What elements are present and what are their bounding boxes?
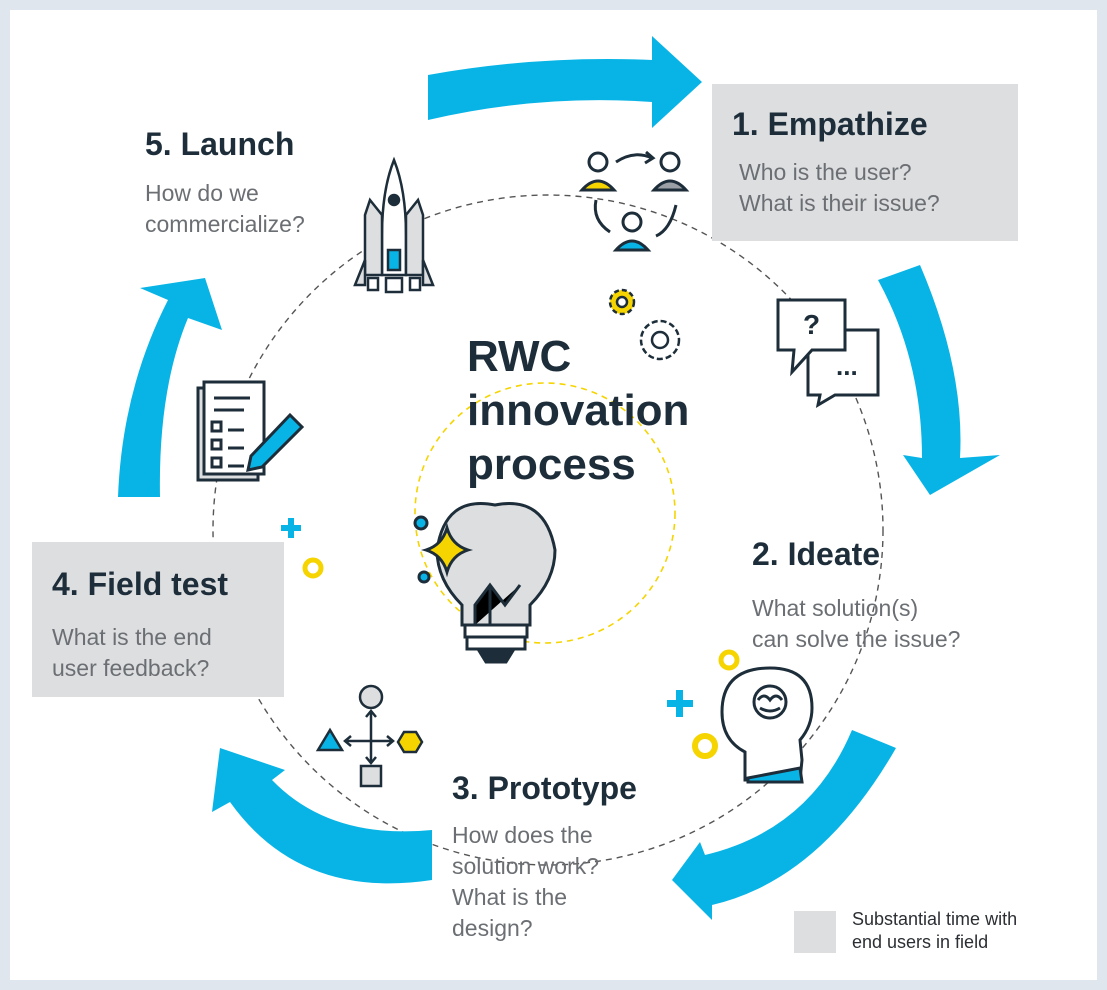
step-prototype-title: 3. Prototype bbox=[452, 770, 637, 806]
step-fieldtest-question: What is the end user feedback? bbox=[52, 624, 212, 681]
step-launch-title: 5. Launch bbox=[145, 126, 295, 162]
legend-swatch bbox=[794, 911, 836, 953]
checklist-pen-icon bbox=[196, 380, 305, 482]
center-guide-circle bbox=[414, 382, 676, 644]
step-fieldtest-title: 4. Field test bbox=[52, 566, 229, 602]
svg-text:...: ... bbox=[836, 351, 858, 381]
step-prototype-question: How does the solution work? What is the … bbox=[452, 822, 600, 941]
rocket-icon bbox=[353, 156, 435, 294]
diagram-title: RWC innovation process bbox=[467, 332, 690, 489]
step-empathize-question: Who is the user? What is their issue? bbox=[739, 159, 940, 216]
arrow-prototype-to-fieldtest bbox=[212, 748, 432, 884]
arrow-empathize-to-ideate bbox=[878, 265, 1000, 495]
step-launch-question: How do we commercialize? bbox=[145, 180, 305, 237]
fieldtest-highlight-box bbox=[32, 542, 284, 697]
ring-icon bbox=[302, 557, 324, 579]
empathize-highlight-box bbox=[712, 84, 1018, 241]
plus-icon bbox=[667, 690, 693, 717]
step-ideate-title: 2. Ideate bbox=[752, 536, 881, 572]
svg-text:?: ? bbox=[803, 309, 820, 340]
plus-icon bbox=[281, 518, 301, 538]
lightbulb-icon bbox=[413, 502, 557, 664]
gears-icon bbox=[608, 288, 681, 361]
head-brain-icon bbox=[720, 666, 814, 784]
arrow-fieldtest-to-launch bbox=[118, 278, 222, 497]
arrow-launch-to-empathize bbox=[428, 36, 702, 128]
ring-icon bbox=[718, 649, 740, 671]
legend-label: Substantial time with end users in field bbox=[852, 909, 1018, 952]
shapes-arrows-icon bbox=[315, 684, 424, 788]
step-empathize-title: 1. Empathize bbox=[732, 106, 928, 142]
chat-bubbles-icon: ? ... bbox=[776, 298, 880, 408]
arrow-ideate-to-prototype bbox=[672, 730, 896, 920]
cycle-guide-circle bbox=[212, 194, 884, 866]
step-ideate-question: What solution(s) can solve the issue? bbox=[752, 595, 961, 652]
users-cycle-icon bbox=[578, 150, 690, 252]
ring-icon bbox=[692, 733, 718, 759]
